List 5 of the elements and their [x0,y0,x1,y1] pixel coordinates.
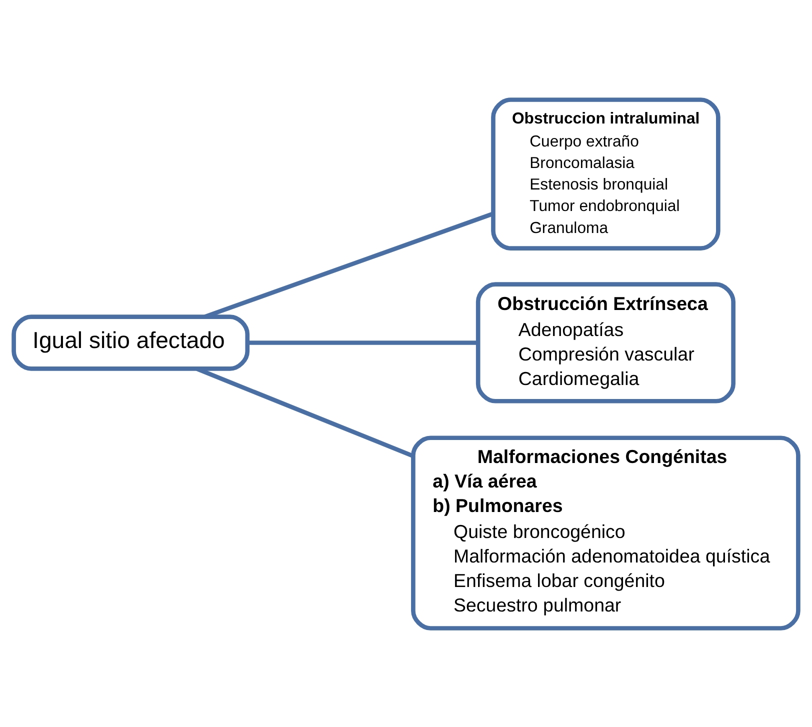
node-box: Malformaciones Congénitas a) Vía aérea b) Pulmonares Quiste broncogénico Malformación adenomatoidea quística Enfisema lobar congénito Secuestro pulmonar [411,435,800,630]
connector [248,340,478,344]
node-box: Obstruccion intraluminal Cuerpo extraño Broncomalasia Estenosis bronquial Tumor endobronquial Granuloma [491,97,720,250]
node-box: Igual sitio afectado [12,314,250,370]
node-box: Obstrucción Extrínseca Adenopatías Compresión vascular Cardiomegalia [476,282,736,403]
